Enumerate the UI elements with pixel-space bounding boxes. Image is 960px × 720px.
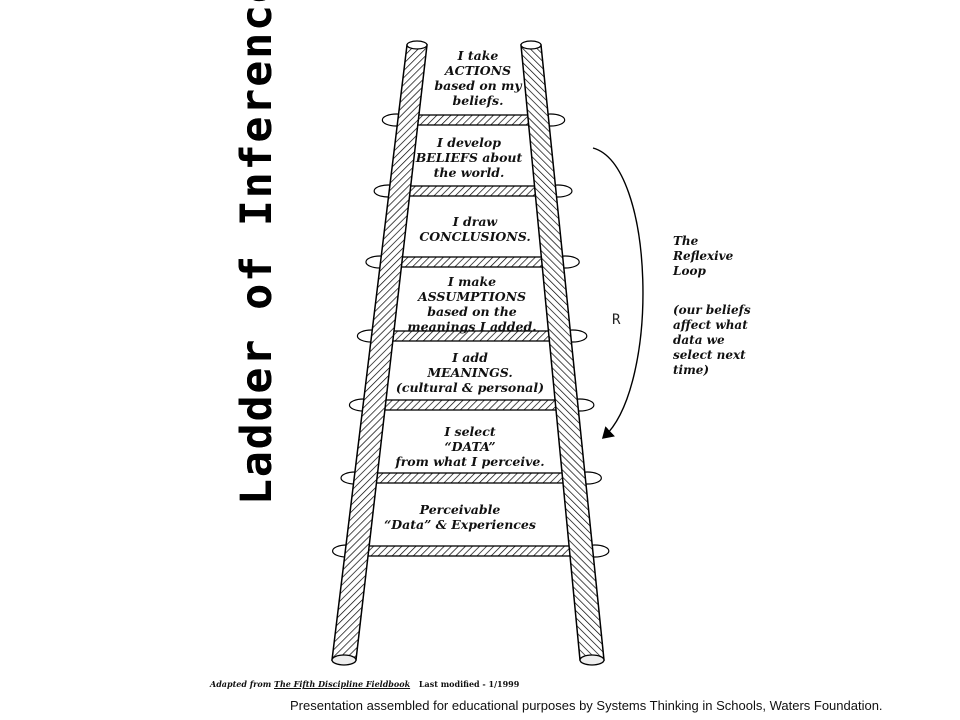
rung-bar: [357, 545, 584, 557]
rung-bar: [366, 472, 577, 484]
rung-text-meanings: I add MEANINGS. (cultural & personal): [395, 350, 545, 395]
rung-bar: [399, 185, 547, 197]
left-rail-bottom: [331, 654, 357, 666]
right-rail-bottom: [579, 654, 605, 666]
rung-bar: [407, 114, 540, 126]
rung-bar: [391, 256, 554, 268]
reflexive-loop-label: R: [612, 312, 621, 328]
rung-text-assumptions: I make ASSUMPTIONS based on the meanings…: [407, 274, 537, 334]
reflexive-loop-name: The Reflexive Loop: [673, 234, 734, 278]
rung-text-conclusions: I draw CONCLUSIONS.: [419, 214, 531, 244]
rung-bar: [374, 399, 569, 411]
left-rail-top: [406, 40, 428, 50]
credit-book: The Fifth Discipline Fieldbook: [274, 679, 411, 689]
rung-text-perceivable: Perceivable “Data” & Experiences: [384, 502, 536, 532]
rung-text-actions: I take ACTIONS based on my beliefs.: [434, 48, 522, 108]
rungs: [357, 114, 584, 557]
rung-text-data: I select “DATA” from what I perceive.: [395, 424, 545, 469]
credit-prefix: Adapted from: [210, 679, 272, 689]
rung-text-beliefs: I develop BELIEFS about the world.: [415, 135, 523, 180]
reflexive-loop-note: (our beliefs affect what data we select …: [673, 303, 751, 377]
right-rail-top: [520, 40, 542, 50]
source-credit: Adapted from The Fifth Discipline Fieldb…: [210, 679, 519, 689]
footer-text: Presentation assembled for educational p…: [290, 698, 883, 713]
reflexive-loop-arrow: [592, 147, 644, 439]
credit-modified: Last modified - 1/1999: [418, 679, 520, 689]
